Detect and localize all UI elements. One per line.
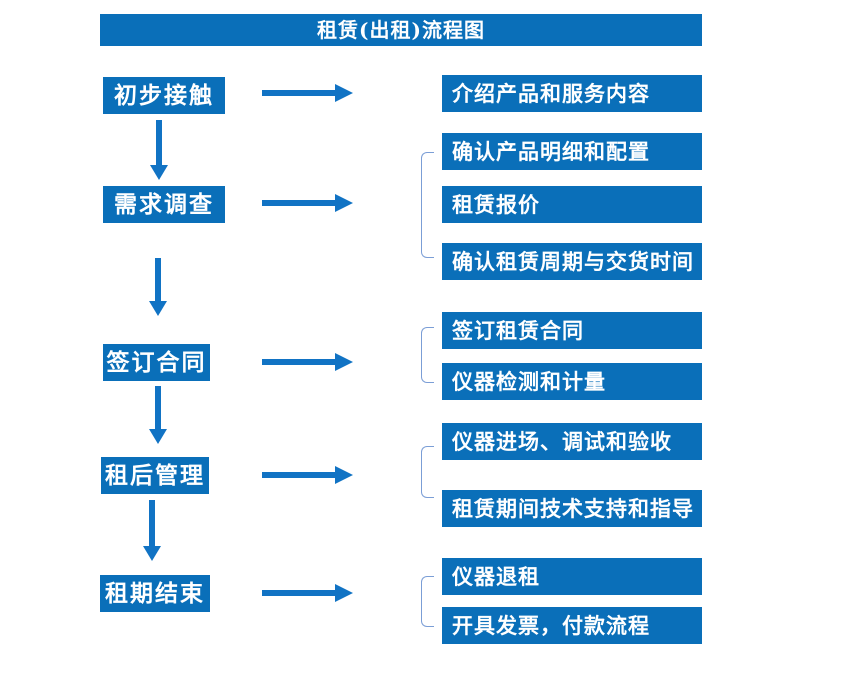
output-sign-rental-contract: 签订租赁合同 bbox=[442, 312, 702, 349]
stage-rental-end: 租期结束 bbox=[100, 575, 210, 612]
arrow-shaft bbox=[262, 90, 336, 96]
arrow-head bbox=[149, 301, 167, 316]
stage-post-rental-management: 租后管理 bbox=[101, 457, 209, 494]
bracket-connector bbox=[421, 446, 434, 498]
output-confirm-product-details: 确认产品明细和配置 bbox=[442, 133, 702, 170]
arrow-head bbox=[335, 353, 353, 371]
diagram-title: 租赁(出租)流程图 bbox=[100, 14, 702, 46]
stage-demand-survey: 需求调查 bbox=[103, 186, 225, 223]
bracket-connector bbox=[421, 327, 434, 383]
output-instrument-return: 仪器退租 bbox=[442, 558, 702, 595]
output-technical-support: 租赁期间技术支持和指导 bbox=[442, 490, 702, 527]
arrow-shaft bbox=[262, 590, 336, 596]
arrow-down-icon bbox=[149, 386, 167, 444]
arrow-right-icon bbox=[262, 194, 353, 212]
arrow-right-icon bbox=[262, 584, 353, 602]
bracket-connector bbox=[421, 576, 434, 627]
arrow-down-icon bbox=[143, 500, 161, 561]
arrow-head bbox=[335, 194, 353, 212]
arrow-shaft bbox=[262, 200, 336, 206]
arrow-right-icon bbox=[262, 84, 353, 102]
arrow-head bbox=[335, 466, 353, 484]
output-instrument-testing: 仪器检测和计量 bbox=[442, 363, 702, 400]
output-invoice-payment: 开具发票，付款流程 bbox=[442, 607, 702, 644]
bracket-connector bbox=[421, 152, 434, 258]
arrow-head bbox=[143, 546, 161, 561]
arrow-shaft bbox=[155, 386, 161, 429]
arrow-down-icon bbox=[149, 258, 167, 316]
arrow-head bbox=[335, 584, 353, 602]
output-instrument-setup-acceptance: 仪器进场、调试和验收 bbox=[442, 423, 702, 460]
arrow-shaft bbox=[262, 359, 336, 365]
output-confirm-rental-period: 确认租赁周期与交货时间 bbox=[442, 243, 702, 280]
arrow-shaft bbox=[155, 258, 161, 301]
arrow-down-icon bbox=[150, 120, 168, 180]
stage-initial-contact: 初步接触 bbox=[103, 77, 225, 114]
arrow-head bbox=[150, 165, 168, 180]
arrow-head bbox=[335, 84, 353, 102]
arrow-right-icon bbox=[262, 353, 353, 371]
arrow-shaft bbox=[262, 472, 336, 478]
arrow-shaft bbox=[156, 120, 162, 165]
stage-sign-contract: 签订合同 bbox=[103, 344, 210, 381]
arrow-shaft bbox=[149, 500, 155, 546]
arrow-right-icon bbox=[262, 466, 353, 484]
output-introduce-products-services: 介绍产品和服务内容 bbox=[442, 75, 702, 112]
output-rental-quotation: 租赁报价 bbox=[442, 186, 702, 223]
arrow-head bbox=[149, 429, 167, 444]
